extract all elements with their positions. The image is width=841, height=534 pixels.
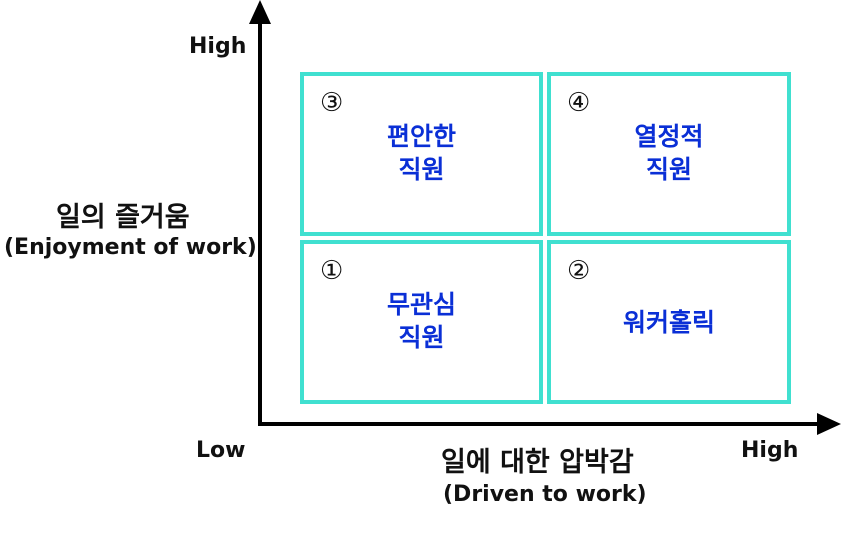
x-axis-high-label: High bbox=[741, 438, 799, 463]
x-axis-arrow bbox=[817, 413, 841, 435]
quadrant-number: ② bbox=[567, 256, 591, 286]
x-axis-subtitle: (Driven to work) bbox=[443, 482, 647, 507]
quadrant-label: 워커홀릭 bbox=[622, 308, 715, 337]
quadrant-number: ① bbox=[320, 256, 344, 286]
y-axis-arrow bbox=[249, 0, 271, 24]
x-axis-title: 일에 대한 압박감 bbox=[441, 447, 634, 478]
x-axis-low-label: Low bbox=[196, 438, 246, 463]
quadrant-workaholic: ② 워커홀릭 bbox=[547, 240, 791, 404]
y-axis-subtitle: (Enjoyment of work) bbox=[4, 235, 257, 260]
y-axis-title: 일의 즐거움 bbox=[56, 202, 190, 233]
quadrant-number: ③ bbox=[320, 88, 344, 118]
y-axis-high-label: High bbox=[189, 34, 247, 59]
quadrant-number: ④ bbox=[567, 88, 591, 118]
